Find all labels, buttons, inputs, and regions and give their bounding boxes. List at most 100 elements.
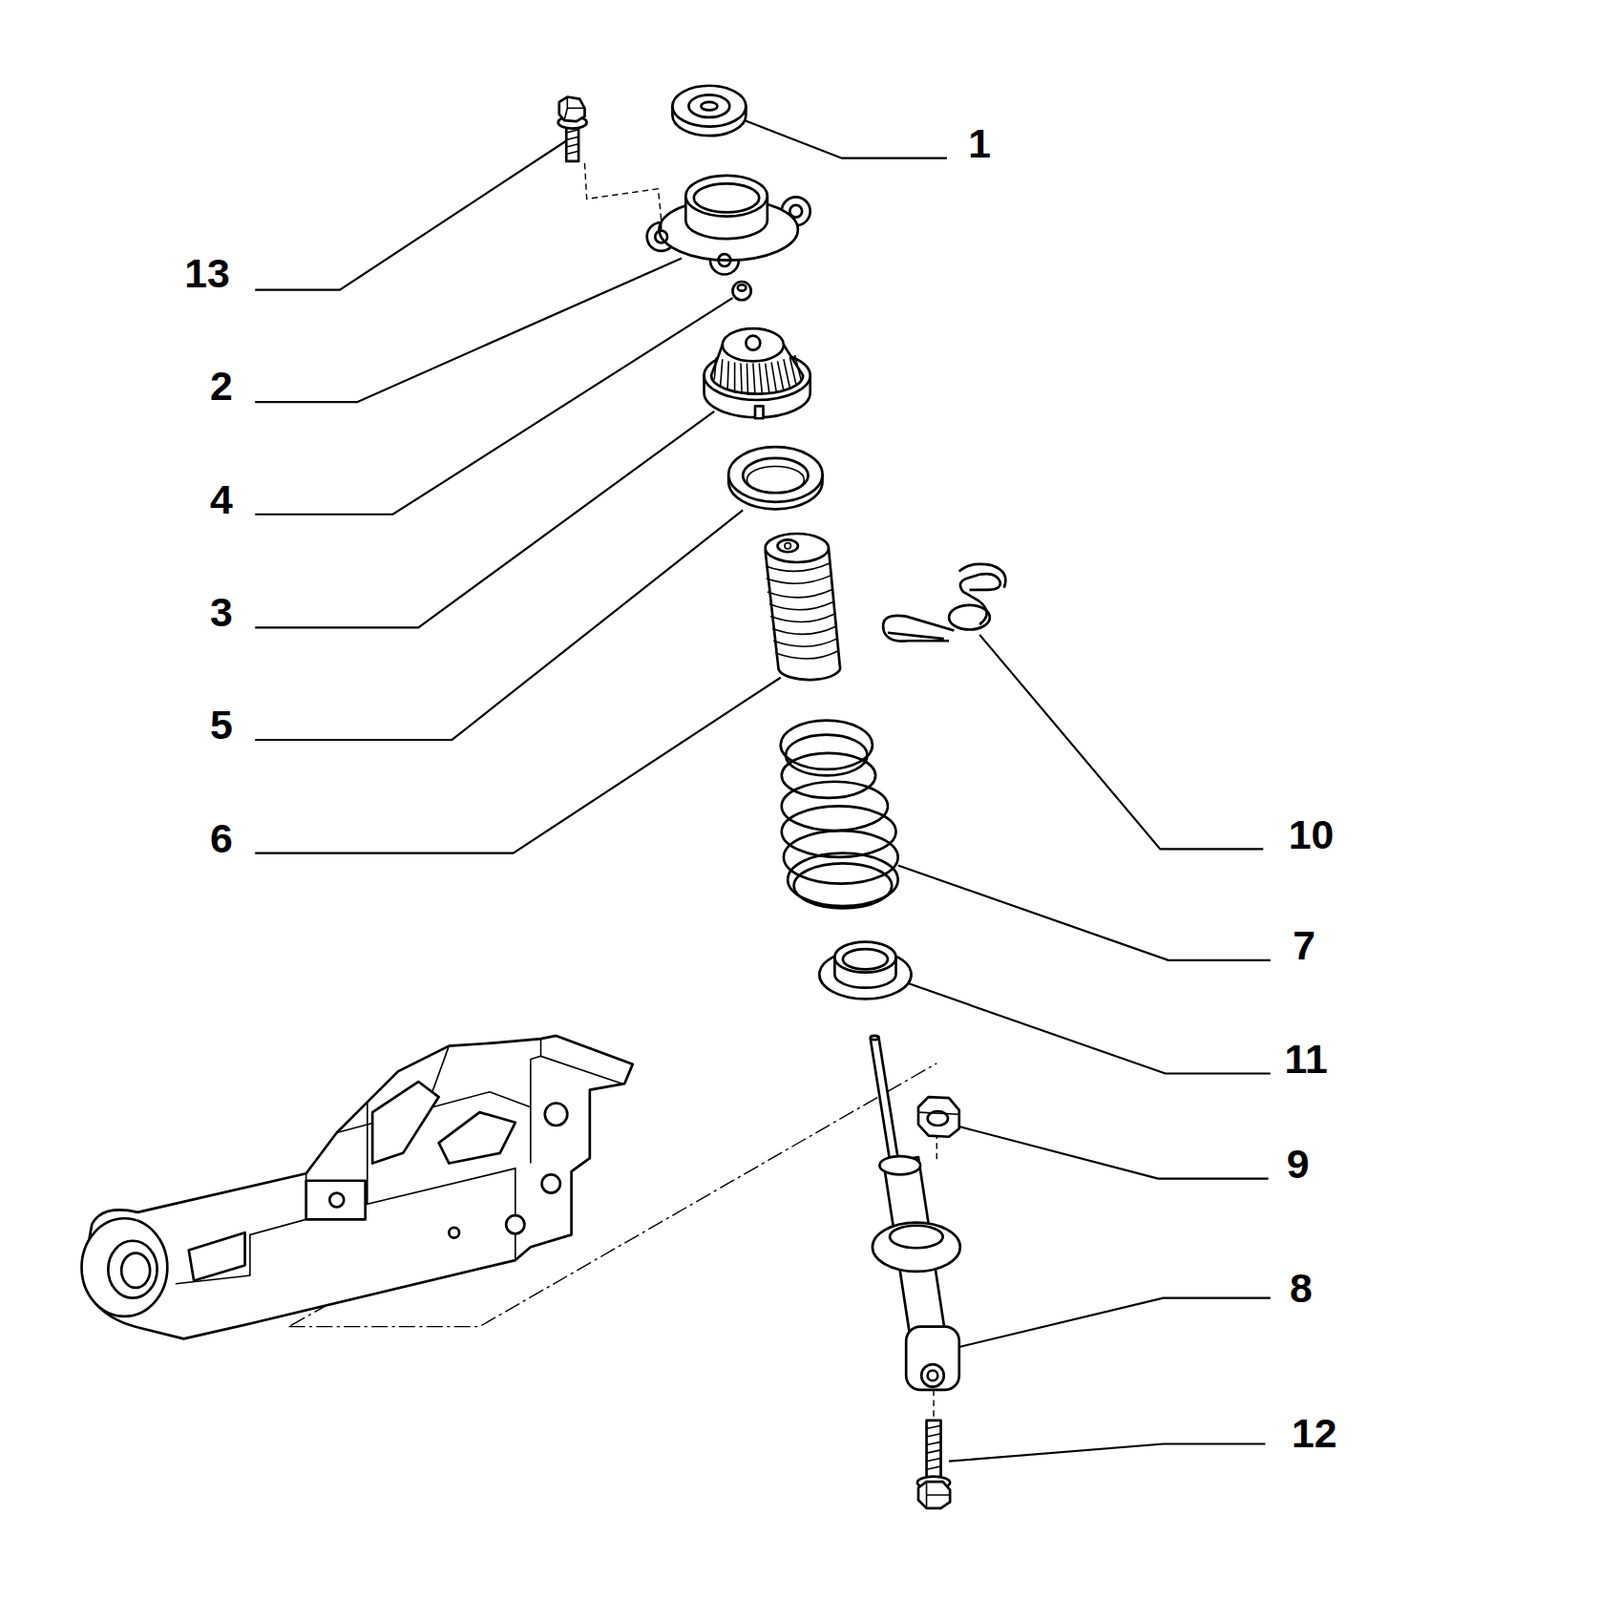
rear-axle-subframe xyxy=(542,1174,561,1193)
bolt xyxy=(926,1425,942,1470)
hex-nut xyxy=(918,1096,960,1137)
spring-ring xyxy=(746,465,804,493)
rear-axle-subframe xyxy=(84,1035,633,1339)
rear-axle-subframe xyxy=(448,1227,460,1239)
bump-stop-bellows xyxy=(784,543,791,549)
rear-axle-subframe xyxy=(329,1193,344,1208)
mount-plate xyxy=(789,205,802,218)
assembly-line xyxy=(584,163,661,220)
coil-spring xyxy=(794,862,893,908)
bump-stop-bellows xyxy=(765,547,841,680)
coil-spring xyxy=(783,830,899,884)
leader-line xyxy=(959,1126,1269,1179)
retaining-clip xyxy=(960,573,1001,625)
callout-number: 5 xyxy=(210,704,233,746)
retaining-clip xyxy=(959,564,1007,589)
cap xyxy=(700,102,717,111)
cap xyxy=(689,94,731,118)
leader-line xyxy=(254,141,567,291)
callout-number: 6 xyxy=(210,817,233,859)
callout-number: 9 xyxy=(1286,1142,1310,1184)
retaining-clip xyxy=(887,632,945,639)
leader-line xyxy=(979,634,1263,849)
rear-axle-subframe xyxy=(189,1232,246,1281)
rear-axle-subframe xyxy=(306,1180,366,1221)
shock-absorber xyxy=(879,1156,921,1175)
bolt xyxy=(918,1481,950,1509)
spring-seat xyxy=(834,942,896,973)
bump-stop-bellows xyxy=(778,539,799,552)
bolt xyxy=(566,129,579,155)
cap xyxy=(672,85,746,136)
leader-line xyxy=(959,1298,1271,1347)
callout-number: 13 xyxy=(184,252,231,295)
shock-absorber xyxy=(905,1326,960,1390)
bump-stop-bellows xyxy=(765,533,829,563)
cap xyxy=(672,85,746,127)
nut xyxy=(732,281,751,300)
leader-line xyxy=(898,864,1271,960)
rear-axle-subframe xyxy=(372,1081,439,1164)
coil-spring xyxy=(781,753,876,799)
callout-number: 12 xyxy=(1291,1411,1338,1453)
callout-number: 3 xyxy=(210,591,233,633)
rear-axle-subframe xyxy=(545,1102,569,1126)
coil-spring xyxy=(780,720,873,770)
rubber-mount xyxy=(704,328,811,419)
shock-absorber xyxy=(921,1364,945,1388)
bolt xyxy=(926,1481,951,1509)
bolt xyxy=(917,1420,950,1509)
rear-axle-subframe xyxy=(439,1112,516,1163)
spring-seat xyxy=(842,948,888,969)
shock-absorber xyxy=(889,1225,944,1249)
callout-number: 7 xyxy=(1292,924,1316,966)
leader-line xyxy=(254,509,743,740)
leader-line xyxy=(905,982,1271,1074)
retaining-clip xyxy=(948,605,990,631)
rubber-mount xyxy=(722,328,784,361)
spring-ring xyxy=(742,458,808,493)
shock-absorber xyxy=(870,1035,880,1040)
rear-axle-subframe xyxy=(82,1218,169,1317)
rear-axle-subframe xyxy=(530,1038,623,1163)
callout-number: 2 xyxy=(210,365,233,407)
leader-line xyxy=(254,411,715,629)
rear-axle-subframe xyxy=(505,1215,525,1234)
bump-stop-bellows xyxy=(766,563,831,584)
leader-line xyxy=(254,257,682,402)
retaining-clip xyxy=(883,564,1006,642)
bolt xyxy=(559,97,586,123)
mount-plate xyxy=(694,183,759,212)
leader-line xyxy=(254,297,733,515)
leader-line xyxy=(254,677,780,854)
leader-line xyxy=(741,119,947,159)
rear-axle-subframe xyxy=(175,1173,307,1284)
nut xyxy=(737,284,747,291)
callout-number: 11 xyxy=(1284,1038,1328,1080)
nut xyxy=(732,281,751,300)
mount-plate xyxy=(654,231,668,244)
rubber-mount xyxy=(745,336,760,351)
mount-plate xyxy=(718,253,732,267)
leader-line xyxy=(948,1443,1265,1461)
callout-number: 4 xyxy=(210,478,233,520)
shock-absorber xyxy=(872,1222,961,1272)
bolt xyxy=(926,1420,942,1482)
bolt xyxy=(564,97,585,122)
rear-axle-subframe xyxy=(82,1035,633,1339)
shock-absorber xyxy=(870,1036,899,1160)
hex-nut xyxy=(918,1112,960,1115)
callout-number: 8 xyxy=(1289,1267,1313,1309)
spring-ring xyxy=(728,446,822,509)
coil-spring xyxy=(780,720,900,909)
bolt xyxy=(558,97,588,162)
callout-number: 1 xyxy=(967,122,991,164)
assembly-line xyxy=(932,1389,934,1421)
rear-axle-subframe xyxy=(107,1241,157,1299)
bump-stop-bellows xyxy=(767,589,839,659)
coil-spring xyxy=(785,735,868,777)
shock-absorber xyxy=(870,1035,961,1390)
hex-nut xyxy=(918,1096,960,1137)
rubber-mount xyxy=(755,405,764,419)
